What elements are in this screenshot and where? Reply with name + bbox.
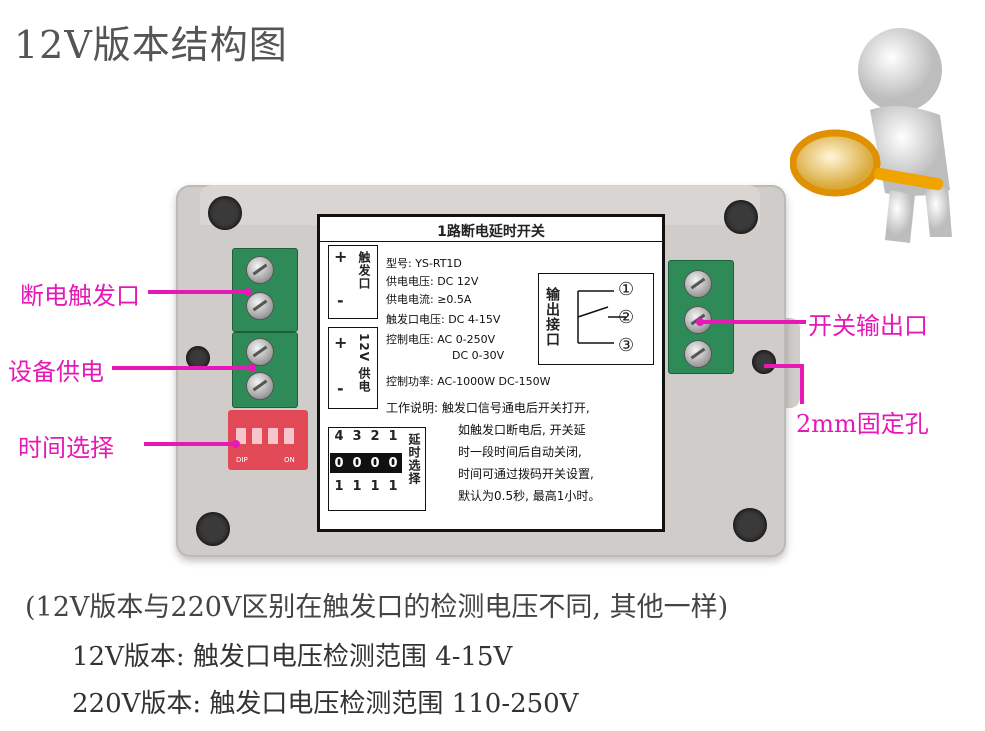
desc-line-3: 时一段时间后自动关闭, (458, 445, 582, 459)
power-box (328, 327, 378, 409)
dip-label: DIP (236, 456, 248, 464)
screw-icon (246, 292, 274, 320)
spec-control-voltage-ac: 控制电压: AC 0-250V (386, 333, 496, 346)
device-label: 1路断电延时开关 + - 触发口 + - 12V 供电 型号: YS-RT1D … (317, 214, 665, 532)
switch-value: 1 (352, 479, 362, 494)
callout-line (800, 364, 804, 404)
ear-hole-right (752, 350, 776, 374)
callout-switch-output: 开关输出口 (808, 312, 928, 340)
page-title: 12V版本结构图 (14, 23, 288, 67)
output-label: 输出接口 (544, 287, 560, 347)
minus-sign: - (337, 291, 344, 310)
switch-row-off: 0 0 0 0 (330, 453, 402, 473)
dip-key (252, 428, 262, 444)
switch-number: 4 (334, 429, 344, 444)
switch-number: 2 (370, 429, 380, 444)
callout-power-off-trigger: 断电触发口 (20, 282, 140, 310)
dip-key (284, 428, 294, 444)
relay-pin-2: ② (618, 307, 635, 328)
screw-icon (246, 372, 274, 400)
callout-mount-hole: 2mm固定孔 (796, 410, 929, 438)
note-220v-range: 220V版本: 触发口电压检测范围 110-250V (72, 689, 579, 719)
spec-supply-current: 供电电流: ≥0.5A (386, 293, 472, 306)
screw-icon (246, 338, 274, 366)
switch-value: 1 (370, 479, 380, 494)
plus-sign: + (334, 247, 348, 266)
screw-icon (246, 256, 274, 284)
dip-key (268, 428, 278, 444)
screw-icon (684, 340, 712, 368)
relay-diagram (538, 273, 654, 365)
mount-hole-top-left (208, 196, 242, 230)
label-heading: 1路断电延时开关 (437, 224, 545, 240)
callout-line (700, 320, 806, 324)
switch-value: 0 (334, 455, 344, 471)
callout-line (144, 442, 236, 446)
power-12v-text: 12V 供电 (357, 333, 371, 394)
callout-line (764, 364, 804, 368)
callout-dot (696, 318, 704, 326)
spec-control-power: 控制功率: AC-1000W DC-150W (386, 375, 551, 388)
switch-value: 1 (334, 479, 344, 494)
switch-number-row: 4 3 2 1 (330, 429, 402, 444)
relay-pin-3: ③ (618, 335, 635, 356)
on-label: ON (284, 456, 295, 464)
trigger-port-text: 触发口 (357, 251, 371, 290)
screw-icon (684, 270, 712, 298)
switch-number: 3 (352, 429, 362, 444)
callout-device-power: 设备供电 (8, 358, 104, 386)
callout-dot (244, 288, 252, 296)
relay-contact-icon (577, 290, 626, 344)
note-12v-range: 12V版本: 触发口电压检测范围 4-15V (72, 642, 513, 672)
callout-time-select: 时间选择 (18, 434, 114, 462)
callout-dot (248, 364, 256, 372)
callout-dot (232, 440, 240, 448)
spec-control-voltage-dc: DC 0-30V (452, 349, 505, 362)
switch-value: 0 (370, 455, 380, 471)
delay-select-text: 延时选择 (407, 433, 421, 485)
spec-trigger-voltage: 触发口电压: DC 4-15V (386, 313, 501, 326)
callout-line (148, 290, 248, 294)
figure-magnifier-icon (790, 28, 952, 243)
desc-line-2: 如触发口断电后, 开关延 (458, 423, 586, 437)
desc-line-5: 默认为0.5秒, 最高1小时。 (458, 489, 601, 503)
switch-value: 0 (388, 455, 398, 471)
relay-pin-1: ① (618, 279, 635, 300)
mount-hole-bottom-right (733, 508, 767, 542)
trigger-port-box (328, 245, 378, 319)
switch-number: 1 (388, 429, 398, 444)
spec-supply-voltage: 供电电压: DC 12V (386, 275, 479, 288)
plus-sign: + (334, 333, 348, 352)
dip-key (236, 428, 246, 444)
desc-line-1: 工作说明: 触发口信号通电后开关打开, (386, 401, 590, 415)
spec-model: 型号: YS-RT1D (386, 257, 462, 270)
divider (320, 241, 662, 242)
note-difference: (12V版本与220V区别在触发口的检测电压不同, 其他一样) (25, 592, 729, 623)
switch-row-on: 1 1 1 1 (330, 479, 402, 494)
callout-line (112, 366, 252, 370)
mount-hole-top-right (724, 200, 758, 234)
desc-line-4: 时间可通过拨码开关设置, (458, 467, 594, 481)
switch-value: 1 (388, 479, 398, 494)
switch-value: 0 (352, 455, 362, 471)
minus-sign: - (337, 379, 344, 398)
mount-hole-bottom-left (196, 512, 230, 546)
delay-select-table (328, 427, 426, 511)
